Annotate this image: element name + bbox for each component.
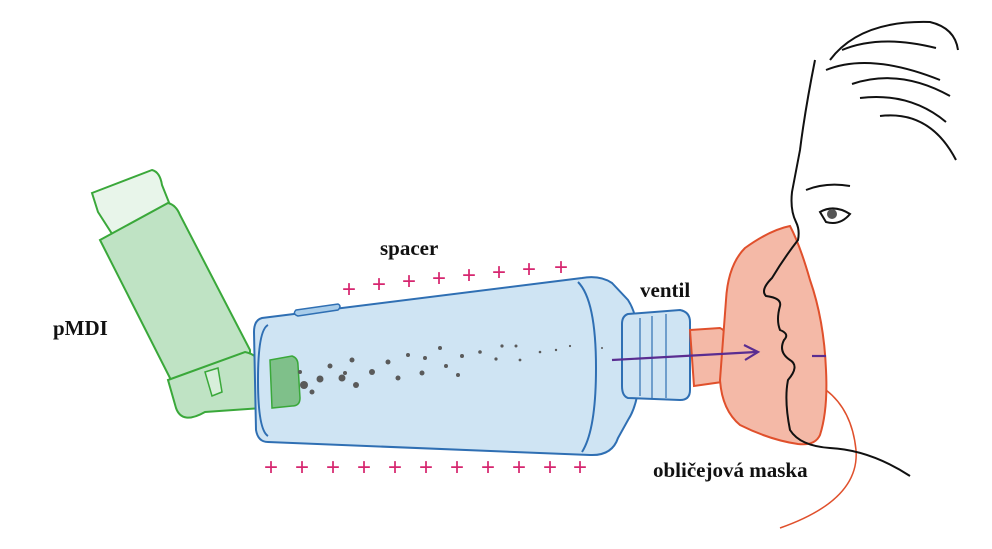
charge-plus: + (480, 454, 496, 481)
face-eye (818, 207, 852, 224)
spacer-rim-right (577, 281, 598, 453)
charge-plus: + (461, 262, 477, 289)
mask-shell (718, 224, 828, 446)
spacer-rim-left (256, 324, 269, 437)
spacer-inlet (269, 355, 301, 409)
charge-plus: + (553, 254, 569, 281)
charge-plus: + (449, 454, 465, 481)
label-spacer: spacer (380, 236, 439, 260)
charge-plus: + (572, 454, 588, 481)
valve-body (621, 308, 691, 402)
face-mask (688, 224, 857, 529)
charge-plus: + (341, 276, 357, 303)
charge-plus: + (356, 454, 372, 481)
hair (825, 20, 959, 161)
face-eyebrow (805, 183, 851, 191)
charge-plus: + (371, 271, 387, 298)
charge-plus: + (401, 268, 417, 295)
charge-plus: + (511, 454, 527, 481)
airflow-arrow (611, 344, 826, 362)
valve (621, 308, 691, 402)
face-outline (763, 20, 959, 477)
eye-pupil (827, 209, 837, 219)
label-ventil: ventil (640, 278, 691, 302)
charge-plus: + (294, 454, 310, 481)
mask-strap (779, 389, 857, 529)
spacer-clip (293, 303, 341, 317)
charge-plus: + (542, 454, 558, 481)
charge-plus: + (418, 454, 434, 481)
inhaler-stem (204, 367, 223, 398)
charge-plus: + (263, 454, 279, 481)
label-mask: obličejová maska (653, 458, 808, 482)
charge-plus: + (491, 259, 507, 286)
charge-plus: + (325, 454, 341, 481)
charge-plus: + (521, 256, 537, 283)
face-profile (763, 59, 911, 477)
charge-plus: + (431, 265, 447, 292)
aerosol-particles (298, 344, 603, 395)
charge-plus: + (387, 454, 403, 481)
pmdi-inhaler (90, 168, 263, 419)
label-pmdi: pMDI (53, 316, 108, 340)
